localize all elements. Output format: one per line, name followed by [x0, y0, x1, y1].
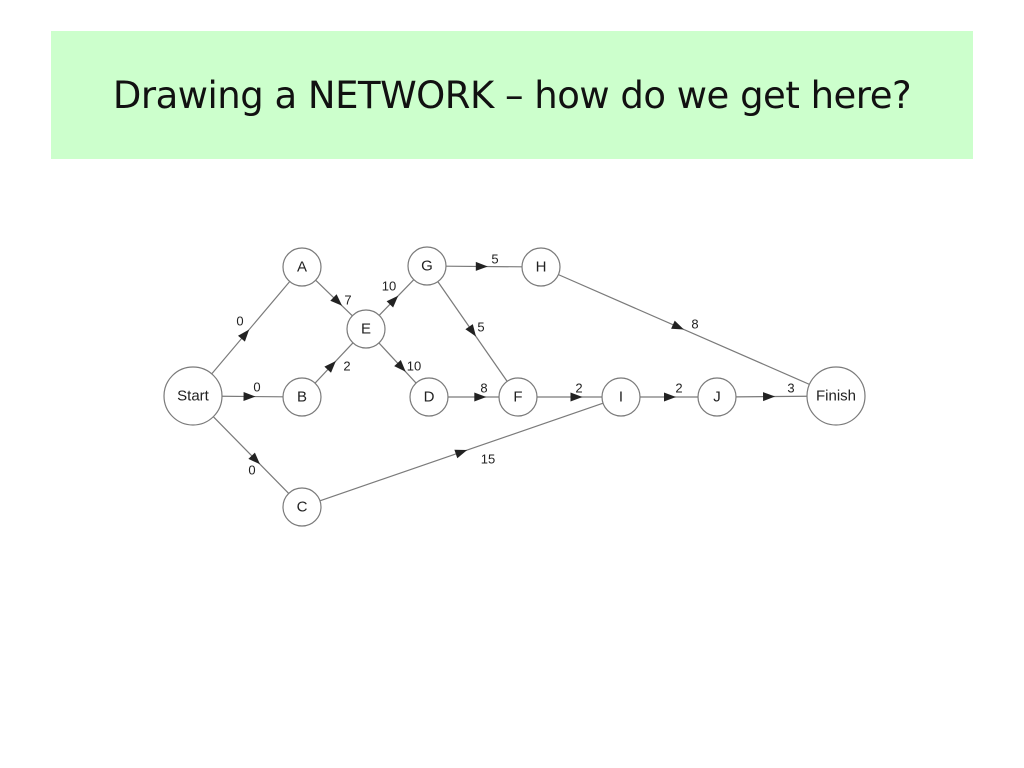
node-label: D [424, 389, 435, 406]
edge-start-c: 0 [212, 416, 290, 494]
node-circle [521, 247, 561, 287]
node-label: A [297, 259, 307, 276]
node-a: A [282, 247, 322, 287]
node-label: Finish [816, 388, 856, 405]
node-i: I [601, 377, 641, 417]
edge-weight-label: 15 [481, 452, 495, 467]
node-start: Start [163, 366, 223, 426]
edges-layer: 0 0 0 7 2 10 10 5 5 8 8 2 15 2 3 [211, 252, 810, 502]
arrowhead [465, 324, 476, 337]
node-label: Start [177, 388, 210, 405]
edge-weight-label: 3 [787, 381, 794, 396]
edge-line [558, 274, 810, 385]
edge-b-e: 2 [314, 342, 354, 384]
edge-start-a: 0 [211, 281, 291, 375]
node-e: E [346, 309, 386, 349]
arrowhead [570, 392, 583, 402]
arrowhead [671, 320, 684, 330]
edge-line [378, 342, 417, 384]
node-f: F [498, 377, 538, 417]
edge-weight-label: 5 [491, 252, 498, 267]
arrowhead [238, 329, 250, 342]
edge-i-j: 2 [640, 381, 698, 402]
arrowhead [248, 452, 260, 465]
node-circle [498, 377, 538, 417]
edge-weight-label: 2 [343, 359, 350, 374]
edge-weight-label: 5 [477, 320, 484, 335]
edge-d-f: 8 [448, 381, 499, 402]
node-label: B [297, 389, 307, 406]
edge-h-finish: 8 [558, 274, 810, 385]
edge-weight-label: 2 [675, 381, 682, 396]
node-circle [282, 247, 322, 287]
node-circle [806, 366, 866, 426]
node-label: J [713, 389, 721, 406]
arrowhead [664, 392, 676, 402]
node-b: B [282, 377, 322, 417]
edge-weight-label: 8 [691, 317, 698, 332]
edge-line [212, 416, 290, 494]
arrowhead [386, 295, 399, 308]
edge-a-e: 7 [315, 279, 353, 317]
node-label: H [536, 259, 547, 276]
node-d: D [409, 377, 449, 417]
arrowhead [394, 360, 406, 372]
node-j: J [697, 377, 737, 417]
node-g: G [407, 246, 447, 286]
node-circle [282, 487, 322, 527]
edge-weight-label: 8 [480, 381, 487, 396]
arrowhead [330, 294, 343, 306]
node-circle [282, 377, 322, 417]
arrowhead [475, 261, 488, 271]
edge-e-d: 10 [378, 342, 421, 384]
edge-j-finish: 3 [735, 381, 808, 402]
edge-weight-label: 0 [248, 463, 255, 478]
edge-c-i: 15 [319, 402, 604, 502]
node-h: H [521, 247, 561, 287]
node-label: F [513, 389, 522, 406]
arrowhead [763, 392, 776, 402]
edge-f-i: 2 [537, 381, 602, 402]
node-label: E [361, 321, 371, 338]
node-circle [163, 366, 223, 426]
edge-start-b: 0 [221, 380, 284, 401]
edge-weight-label: 10 [382, 279, 396, 294]
node-circle [346, 309, 386, 349]
edge-weight-label: 0 [253, 380, 260, 395]
arrowhead [324, 361, 336, 373]
arrowhead [454, 449, 468, 459]
node-circle [697, 377, 737, 417]
edge-weight-label: 10 [407, 359, 421, 374]
node-circle [601, 377, 641, 417]
edge-line [211, 281, 291, 375]
node-finish: Finish [806, 366, 866, 426]
arrowhead [243, 392, 256, 401]
title-band: Drawing a NETWORK – how do we get here? [51, 31, 973, 159]
edge-g-f: 5 [437, 281, 508, 382]
node-label: I [619, 389, 623, 406]
edge-weight-label: 2 [575, 381, 582, 396]
node-label: C [297, 499, 308, 516]
node-circle [407, 246, 447, 286]
arrowhead [474, 392, 487, 402]
edge-weight-label: 0 [236, 314, 243, 329]
edge-weight-label: 7 [344, 293, 351, 308]
slide-title: Drawing a NETWORK – how do we get here? [112, 73, 912, 117]
edge-e-g: 10 [378, 279, 415, 316]
node-label: G [421, 258, 433, 275]
nodes-layer: Start A B C E G H D F I J Finish [163, 246, 866, 527]
node-c: C [282, 487, 322, 527]
edge-g-h: 5 [445, 252, 523, 271]
node-circle [409, 377, 449, 417]
